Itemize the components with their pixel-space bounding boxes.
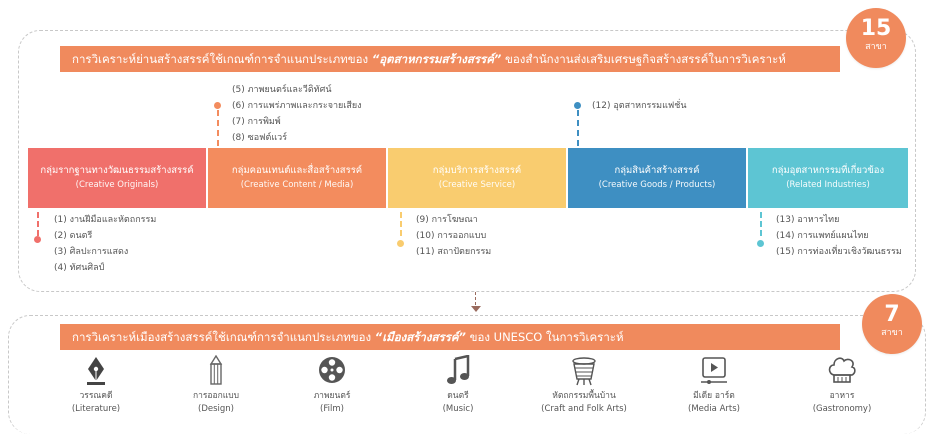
originals-pin-dot xyxy=(34,236,41,243)
group-label-en: (Creative Originals) xyxy=(75,180,159,190)
list-item: (4) ทัศนศิลป์ xyxy=(54,263,105,273)
category-label-en: (Media Arts) xyxy=(688,404,740,414)
list-item: (10) การออกแบบ xyxy=(416,231,487,241)
list-item: (9) การโฆษณา xyxy=(416,215,478,225)
group-label-en: (Creative Content / Media) xyxy=(240,180,354,190)
category-label-th: วรรณคดี xyxy=(79,391,113,401)
branch-count-badge-7: 7 สาขา xyxy=(862,294,922,354)
industry-classification-frame xyxy=(18,30,916,292)
originals-items: (1) งานฝีมือและหัตถกรรม (2) ดนตรี (3) ศิ… xyxy=(54,212,156,276)
list-item: (1) งานฝีมือและหัตถกรรม xyxy=(54,215,157,225)
creative-city-banner: การวิเคราะห์เมืองสร้างสรรค์ใช้เกณฑ์การจำ… xyxy=(60,324,840,350)
category-label-th: ดนตรี xyxy=(447,391,469,401)
group-label-th: กลุ่มอุตสาหกรรมที่เกี่ยวข้อง xyxy=(771,165,885,176)
list-item: (2) ดนตรี xyxy=(54,231,93,241)
service-pin-dot xyxy=(397,240,404,247)
goods-pin-line xyxy=(577,110,579,146)
category-label-en: (Gastronomy) xyxy=(812,404,872,414)
pencil-icon xyxy=(209,355,223,385)
category-label-th: มีเดีย อาร์ต xyxy=(693,391,735,401)
industry-classification-banner: การวิเคราะห์ย่านสร้างสรรค์ใช้เกณฑ์การจำแ… xyxy=(60,46,840,72)
list-item: (8) ซอฟต์แวร์ xyxy=(232,133,288,143)
group-creative-originals: กลุ่มรากฐานทางวัฒนธรรมสร้างสรรค์ (Creati… xyxy=(28,148,206,208)
list-item: (6) การแพร่ภาพและกระจายเสียง xyxy=(232,101,362,111)
branch-count-badge-15: 15 สาขา xyxy=(846,8,906,68)
goods-items: (12) อุตสาหกรรมแฟชั่น xyxy=(592,98,687,114)
category-label-en: (Music) xyxy=(442,404,474,414)
group-label-en: (Creative Goods / Products) xyxy=(598,180,716,190)
city-category-craft-folk-arts: หัตถกรรมพื้นบ้าน (Craft and Folk Arts) xyxy=(516,355,652,416)
city-category-design: การออกแบบ (Design) xyxy=(156,355,276,416)
content-media-pin-dot xyxy=(214,102,221,109)
chef-hat-icon xyxy=(828,357,856,383)
list-item: (11) สถาปัตยกรรม xyxy=(416,247,492,257)
down-arrow-icon xyxy=(471,306,481,312)
city-category-music: ดนตรี (Music) xyxy=(398,355,518,416)
group-creative-service: กลุ่มบริการสร้างสรรค์ (Creative Service) xyxy=(388,148,566,208)
banner-emphasis: “อุตสาหกรรมสร้างสรรค์” xyxy=(371,52,502,66)
service-pin-line xyxy=(400,212,402,236)
content-media-pin-line xyxy=(217,110,219,146)
list-item: (13) อาหารไทย xyxy=(776,215,840,225)
related-items: (13) อาหารไทย (14) การแพทย์แผนไทย (15) ก… xyxy=(776,212,902,260)
category-label-th: หัตถกรรมพื้นบ้าน xyxy=(552,391,616,401)
category-label-en: (Literature) xyxy=(71,404,121,414)
category-label-th: ภาพยนตร์ xyxy=(313,391,351,401)
music-note-icon xyxy=(447,355,470,384)
category-label-en: (Craft and Folk Arts) xyxy=(541,404,627,414)
city-category-literature: วรรณคดี (Literature) xyxy=(36,355,156,416)
category-label-th: อาหาร xyxy=(829,391,855,401)
category-label-en: (Design) xyxy=(198,404,234,414)
list-item: (3) ศิลปะการแสดง xyxy=(54,247,129,257)
banner-suffix: ของ UNESCO ในการวิเคราะห์ xyxy=(469,330,624,344)
service-items: (9) การโฆษณา (10) การออกแบบ (11) สถาปัตย… xyxy=(416,212,491,260)
group-label-th: กลุ่มรากฐานทางวัฒนธรรมสร้างสรรค์ xyxy=(40,165,194,176)
banner-prefix: การวิเคราะห์ย่านสร้างสรรค์ใช้เกณฑ์การจำแ… xyxy=(72,52,369,66)
group-creative-goods-products: กลุ่มสินค้าสร้างสรรค์ (Creative Goods / … xyxy=(568,148,746,208)
basket-icon xyxy=(572,357,596,386)
group-label-th: กลุ่มคอนเทนต์และสื่อสร้างสรรค์ xyxy=(231,165,363,176)
list-item: (7) การพิมพ์ xyxy=(232,117,281,127)
banner-emphasis: “เมืองสร้างสรรค์” xyxy=(374,330,466,344)
group-label-en: (Related Industries) xyxy=(786,180,870,190)
list-item: (12) อุตสาหกรรมแฟชั่น xyxy=(592,101,687,111)
group-related-industries: กลุ่มอุตสาหกรรมที่เกี่ยวข้อง (Related In… xyxy=(748,148,908,208)
originals-pin-line xyxy=(37,212,39,236)
group-label-th: กลุ่มบริการสร้างสรรค์ xyxy=(432,165,522,176)
related-pin-line xyxy=(760,212,762,236)
list-item: (14) การแพทย์แผนไทย xyxy=(776,231,869,241)
creative-city-frame xyxy=(8,315,926,434)
city-category-gastronomy: อาหาร (Gastronomy) xyxy=(782,355,902,416)
film-reel-icon xyxy=(319,357,345,383)
group-label-th: กลุ่มสินค้าสร้างสรรค์ xyxy=(614,165,700,176)
section-connector-line xyxy=(475,292,476,310)
city-category-media-arts: มีเดีย อาร์ต (Media Arts) xyxy=(654,355,774,416)
list-item: (5) ภาพยนตร์และวีดิทัศน์ xyxy=(232,85,332,95)
media-play-icon xyxy=(701,357,727,384)
goods-pin-dot xyxy=(574,102,581,109)
content-media-items: (5) ภาพยนตร์และวีดิทัศน์ (6) การแพร่ภาพแ… xyxy=(232,82,362,146)
group-label-en: (Creative Service) xyxy=(438,180,516,190)
category-label-en: (Film) xyxy=(320,404,344,414)
pen-nib-icon xyxy=(87,357,105,385)
related-pin-dot xyxy=(757,240,764,247)
banner-suffix: ของสำนักงานส่งเสริมเศรษฐกิจสร้างสรรค์ในก… xyxy=(504,52,786,66)
category-label-th: การออกแบบ xyxy=(192,391,240,401)
banner-prefix: การวิเคราะห์เมืองสร้างสรรค์ใช้เกณฑ์การจำ… xyxy=(72,330,372,344)
list-item: (15) การท่องเที่ยวเชิงวัฒนธรรม xyxy=(776,247,902,257)
city-category-film: ภาพยนตร์ (Film) xyxy=(272,355,392,416)
group-creative-content-media: กลุ่มคอนเทนต์และสื่อสร้างสรรค์ (Creative… xyxy=(208,148,386,208)
